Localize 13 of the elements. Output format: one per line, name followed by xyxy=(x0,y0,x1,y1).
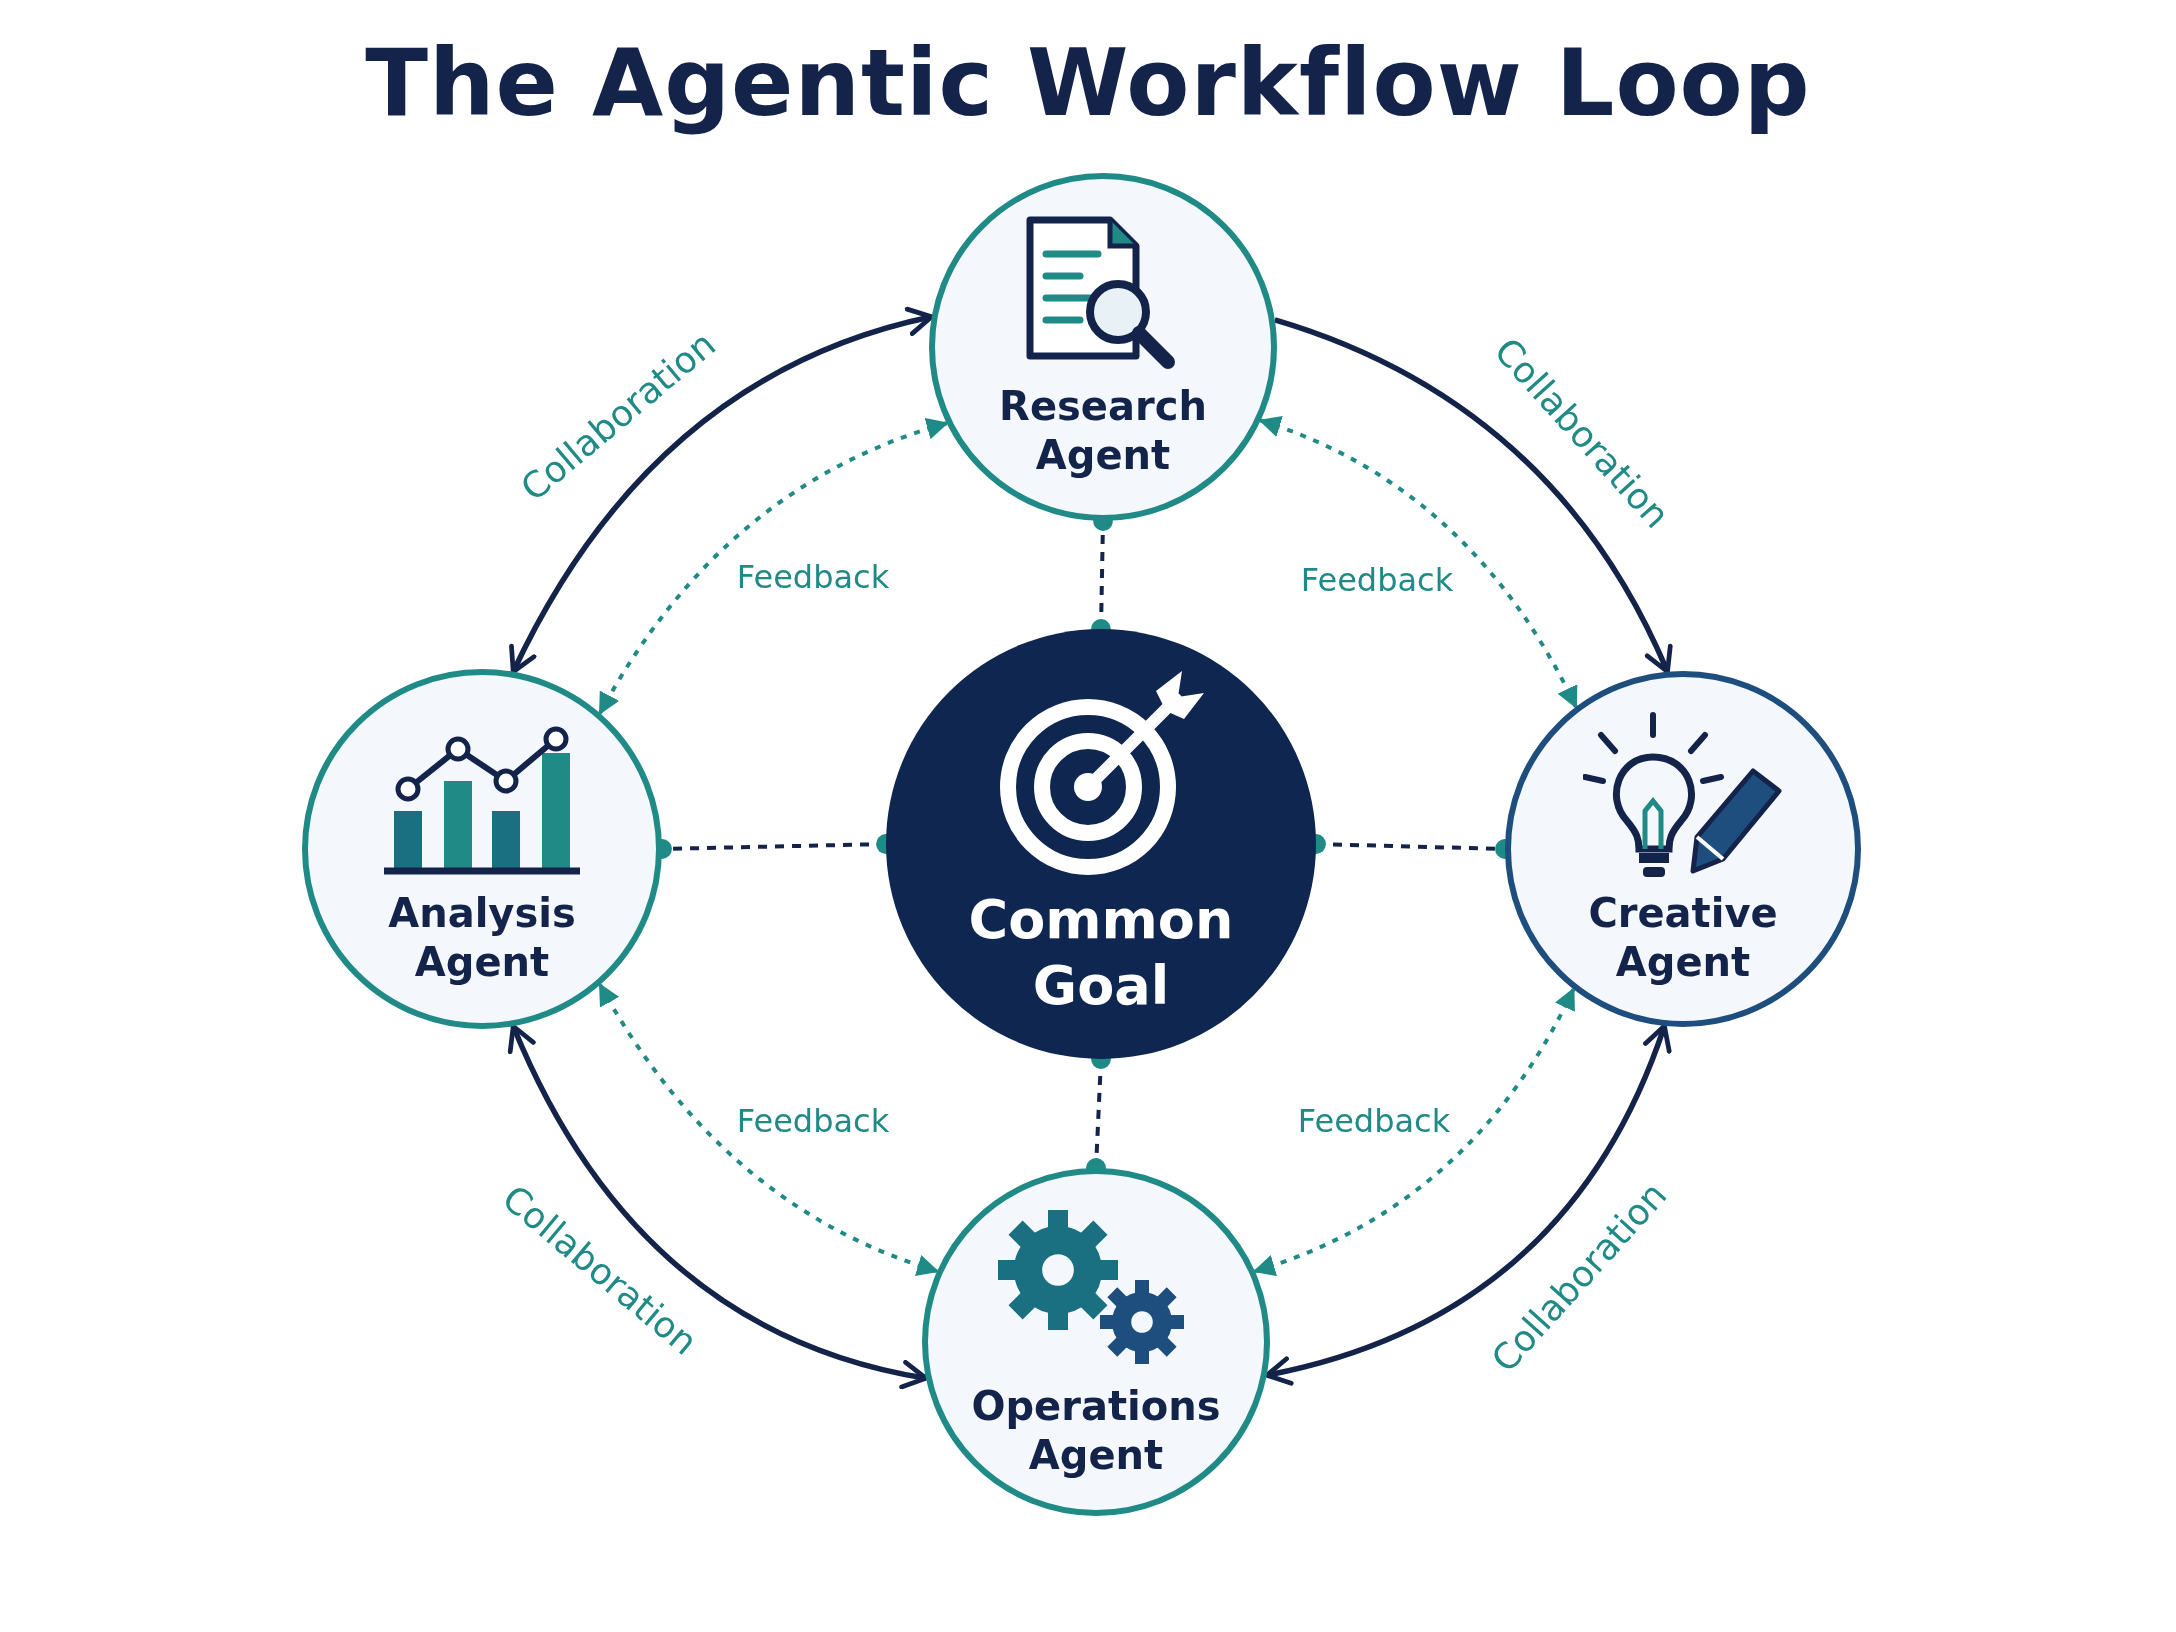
title: The Agentic Workflow Loop xyxy=(365,30,1811,137)
node-label: Creative Agent xyxy=(1587,889,1779,987)
dashed-connector xyxy=(598,418,949,716)
curved-arrow xyxy=(1274,317,1672,675)
node-label: Analysis Agent xyxy=(387,889,577,987)
node-label: Research Agent xyxy=(998,382,1208,480)
node-label: Operations Agent xyxy=(971,1382,1221,1480)
curved-arrow xyxy=(1264,1023,1671,1385)
node-label: Common Goal xyxy=(967,887,1235,1019)
curved-arrow xyxy=(509,307,934,675)
dashed-connector xyxy=(1258,416,1578,709)
dashed-connector xyxy=(1252,987,1576,1276)
dashed-connector xyxy=(598,982,940,1276)
